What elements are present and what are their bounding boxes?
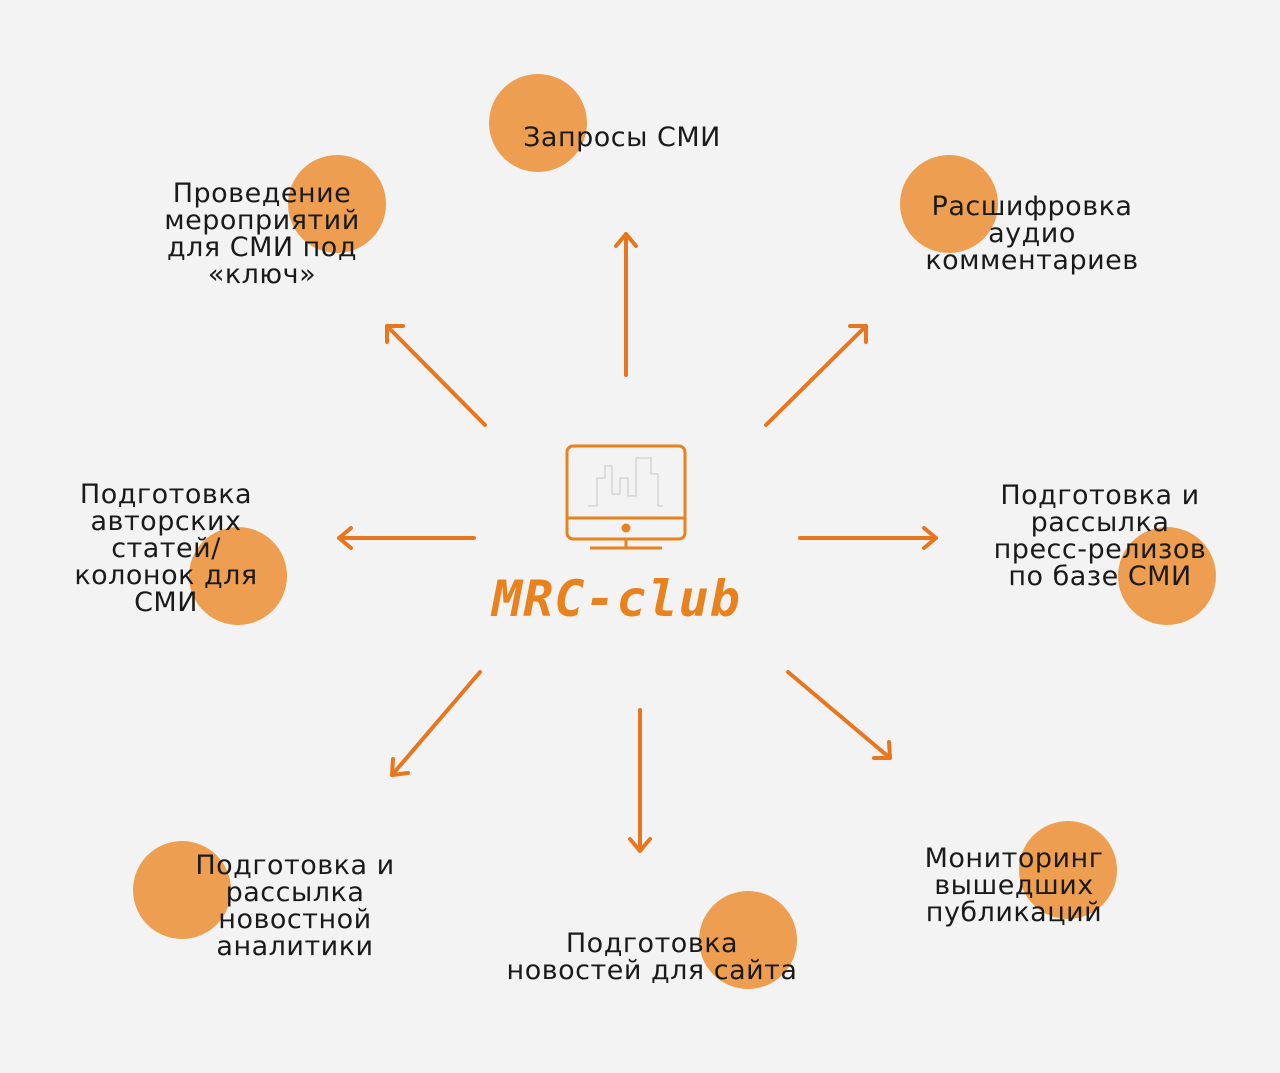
arrow-down (628, 708, 652, 853)
label-line: «ключ» (207, 259, 317, 290)
label-line: статей/ (111, 533, 221, 564)
arrow-down-left (390, 670, 482, 777)
label-line: для СМИ под (166, 232, 358, 263)
label-line: Мониторинг (924, 843, 1104, 874)
label-line: новостей для сайта (506, 955, 798, 986)
circle-decoration (288, 155, 386, 253)
label-line: аналитики (216, 931, 374, 962)
label-line: Подготовка (565, 928, 739, 959)
label-line: рассылка (225, 877, 365, 908)
label-line: Подготовка (79, 479, 253, 510)
arrow-right (798, 526, 938, 550)
circle-decoration (189, 527, 287, 625)
monitor-icon (565, 444, 687, 550)
arrow-left (337, 526, 476, 550)
label-line: Расшифровка (931, 191, 1133, 222)
circle-decoration (900, 155, 998, 253)
circle-decoration (699, 891, 797, 989)
label-line: авторских (90, 506, 242, 537)
label-line: мероприятий (164, 205, 360, 236)
circle-decoration (1019, 821, 1117, 919)
arrow-up (614, 232, 638, 377)
mrc-club-logo: MRC-club (492, 570, 741, 628)
label-line: Подготовка и (195, 850, 395, 881)
label-line: колонок для (74, 560, 258, 591)
label-line: Проведение (172, 178, 352, 209)
label-line: рассылка (1030, 507, 1170, 538)
circle-decoration (489, 74, 587, 172)
circle-decoration (133, 841, 231, 939)
label-line: новостной (218, 904, 372, 935)
label-line: аудио (988, 218, 1076, 249)
label-line: публикаций (925, 897, 1103, 928)
label-line: вышедших (934, 870, 1094, 901)
arrow-up-left (385, 324, 487, 427)
label-line: СМИ (134, 587, 198, 618)
label-line: комментариев (925, 245, 1139, 276)
arrow-down-right (786, 670, 892, 760)
node-media-requests: Запросы СМИ (523, 124, 721, 151)
label-line: пресс-релизов (993, 534, 1207, 565)
circle-decoration (1118, 527, 1216, 625)
label-line: по базе СМИ (1008, 561, 1192, 592)
label-line: Запросы СМИ (523, 122, 721, 153)
arrow-up-right (764, 324, 868, 427)
label-line: Подготовка и (1000, 480, 1200, 511)
